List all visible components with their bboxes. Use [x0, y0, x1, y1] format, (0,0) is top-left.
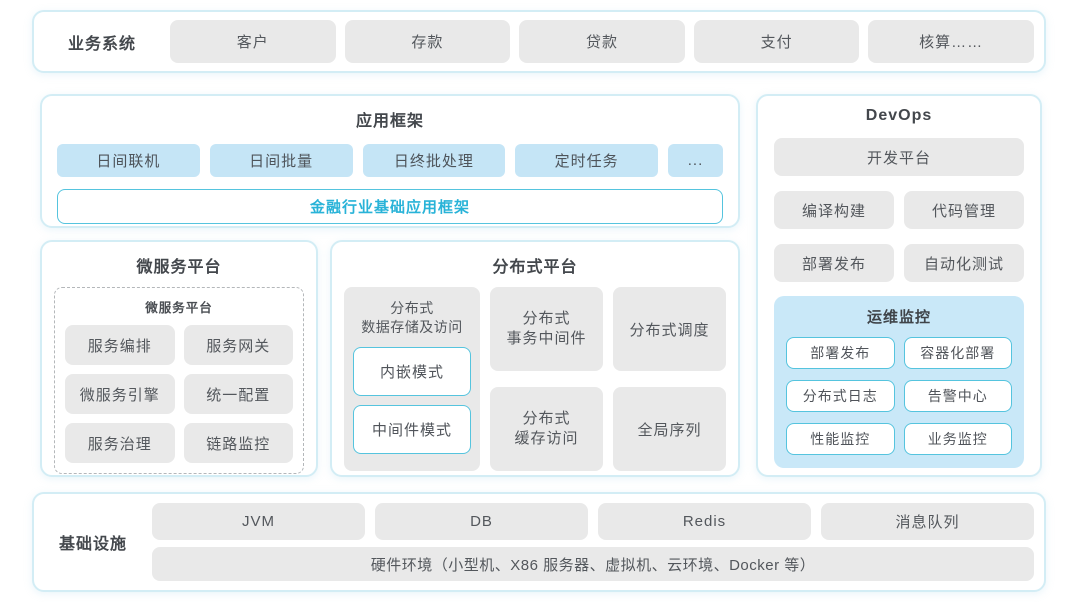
- box-dev-platform: 开发平台: [774, 138, 1024, 176]
- microservice-inner-title: 微服务平台: [145, 301, 213, 315]
- section-distributed-platform: 分布式平台 分布式 数据存储及访问 内嵌模式 中间件模式 分布式 事务中间件 分…: [330, 240, 740, 477]
- dist-box-data-storage: 分布式 数据存储及访问 内嵌模式 中间件模式: [344, 287, 480, 471]
- app-framework-modules: 日间联机 日间批量 日终批处理 定时任务 ...: [57, 144, 723, 177]
- microservice-platform-title: 微服务平台: [136, 259, 222, 276]
- box-customer: 客户: [170, 20, 336, 63]
- infrastructure-label: 基础设施: [58, 536, 127, 553]
- infra-box-db: DB: [375, 503, 588, 540]
- dist-storage-title: 分布式 数据存储及访问: [361, 300, 463, 335]
- ms-box-trace-monitor: 链路监控: [183, 423, 293, 463]
- ms-box-governance: 服务治理: [65, 423, 175, 463]
- distributed-content: 分布式 数据存储及访问 内嵌模式 中间件模式 分布式 事务中间件 分布式调度 分…: [344, 287, 726, 471]
- devops-tools-row-2: 部署发布 自动化测试: [774, 244, 1024, 282]
- ops-box-performance-monitor: 性能监控: [786, 423, 895, 455]
- ms-box-unified-config: 统一配置: [183, 374, 293, 414]
- base-framework-bar: 金融行业基础应用框架: [57, 189, 723, 224]
- ops-box-business-monitor: 业务监控: [903, 423, 1012, 455]
- ops-box-alert-center: 告警中心: [903, 380, 1012, 412]
- ms-box-orchestration: 服务编排: [65, 325, 175, 365]
- ops-monitoring-title: 运维监控: [866, 309, 931, 326]
- app-framework-title: 应用框架: [355, 113, 424, 130]
- microservice-inner-group: 微服务平台 服务编排 服务网关 微服务引擎 统一配置 服务治理 链路监控: [54, 287, 304, 474]
- dist-box-cache-access: 分布式 缓存访问: [490, 387, 603, 471]
- section-app-framework: 应用框架 日间联机 日间批量 日终批处理 定时任务 ... 金融行业基础应用框架: [40, 94, 740, 228]
- ops-box-container-deploy: 容器化部署: [903, 337, 1012, 369]
- box-build: 编译构建: [774, 191, 894, 229]
- ops-monitoring-grid: 部署发布 容器化部署 分布式日志 告警中心 性能监控 业务监控: [786, 337, 1012, 455]
- ops-monitoring-panel: 运维监控 部署发布 容器化部署 分布式日志 告警中心 性能监控 业务监控: [774, 296, 1024, 468]
- devops-title: DevOps: [865, 107, 933, 124]
- section-infrastructure: 基础设施 JVM DB Redis 消息队列 硬件环境（小型机、X86 服务器、…: [32, 492, 1046, 592]
- infra-box-redis: Redis: [598, 503, 811, 540]
- box-ellipsis: ...: [668, 144, 723, 177]
- business-systems-label: 业务系统: [67, 35, 136, 53]
- box-day-end-batch: 日终批处理: [362, 144, 506, 177]
- box-daytime-batch: 日间批量: [209, 144, 353, 177]
- box-payment: 支付: [693, 20, 860, 63]
- dist-box-global-sequence: 全局序列: [613, 387, 726, 471]
- section-business-systems: 业务系统 客户 存款 贷款 支付 核算……: [32, 10, 1046, 73]
- box-scheduled-task: 定时任务: [515, 144, 658, 177]
- infrastructure-content: JVM DB Redis 消息队列 硬件环境（小型机、X86 服务器、虚拟机、云…: [152, 503, 1034, 581]
- distributed-platform-title: 分布式平台: [492, 259, 578, 276]
- box-loan: 贷款: [519, 20, 685, 63]
- dist-box-scheduling: 分布式调度: [613, 287, 726, 371]
- infra-box-jvm: JVM: [152, 503, 365, 540]
- box-deploy-release: 部署发布: [774, 244, 894, 282]
- dist-box-embedded-mode: 内嵌模式: [353, 346, 471, 396]
- section-devops: DevOps 开发平台 编译构建 代码管理 部署发布 自动化测试 运维监控 部署…: [756, 94, 1042, 477]
- ms-box-gateway: 服务网关: [183, 325, 293, 365]
- box-daytime-online: 日间联机: [57, 144, 200, 177]
- ms-box-engine: 微服务引擎: [65, 374, 175, 414]
- infra-box-hardware-env: 硬件环境（小型机、X86 服务器、虚拟机、云环境、Docker 等）: [152, 547, 1034, 581]
- box-deposit: 存款: [344, 20, 511, 63]
- business-systems-row: 客户 存款 贷款 支付 核算……: [170, 20, 1034, 63]
- ops-box-distributed-log: 分布式日志: [786, 380, 895, 412]
- box-accounting: 核算……: [868, 20, 1034, 63]
- box-code-management: 代码管理: [904, 191, 1024, 229]
- dist-box-middleware-mode: 中间件模式: [353, 404, 471, 454]
- infra-box-message-queue: 消息队列: [821, 503, 1034, 540]
- microservice-grid: 服务编排 服务网关 微服务引擎 统一配置 服务治理 链路监控: [65, 325, 293, 463]
- infrastructure-row: JVM DB Redis 消息队列: [152, 503, 1034, 540]
- devops-tools-row-1: 编译构建 代码管理: [774, 191, 1024, 229]
- dist-box-transaction-middleware: 分布式 事务中间件: [490, 287, 603, 371]
- ops-box-deploy-release: 部署发布: [786, 337, 895, 369]
- section-microservice-platform: 微服务平台 微服务平台 服务编排 服务网关 微服务引擎 统一配置 服务治理 链路…: [40, 240, 318, 477]
- distributed-grid: 分布式 事务中间件 分布式调度 分布式 缓存访问 全局序列: [490, 287, 726, 471]
- box-auto-test: 自动化测试: [904, 244, 1024, 282]
